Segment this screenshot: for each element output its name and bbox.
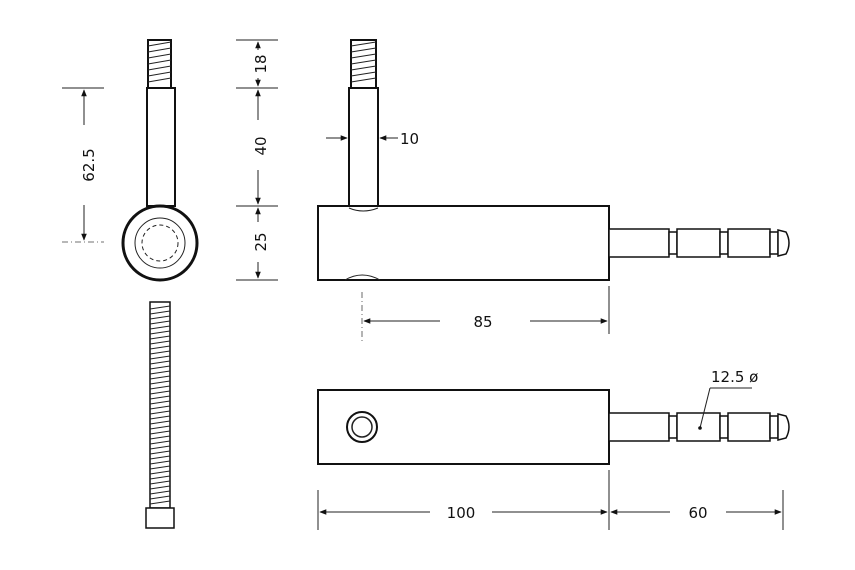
- thread-lines-front: [350, 41, 377, 83]
- dimension-60: 60: [688, 504, 707, 522]
- dimension-40: 40: [252, 136, 270, 155]
- thread-top-front: [350, 39, 377, 89]
- ring-inner: [134, 217, 186, 269]
- pin-front: [608, 228, 790, 258]
- ring-outer: [121, 204, 199, 282]
- top-view: 12.5 ø 100 60: [317, 368, 790, 530]
- dimension-85: 85: [473, 313, 492, 331]
- screw-head: [145, 507, 175, 529]
- dimension-100: 100: [447, 504, 476, 522]
- dimension-25: 25: [252, 232, 270, 251]
- hole-inner: [351, 416, 373, 438]
- screw-thread-lines: [149, 305, 171, 505]
- front-view: 10 85: [317, 39, 790, 344]
- thread-top-left: [147, 39, 172, 89]
- long-screw: [145, 301, 175, 529]
- ring-view: 62.5: [62, 39, 199, 282]
- dimension-10: 10: [400, 130, 419, 148]
- dimension-12-5-diameter: 12.5 ø: [711, 368, 758, 386]
- shaft-left: [146, 87, 176, 207]
- thread-lines-left: [147, 41, 172, 83]
- dimension-62-5: 62.5: [80, 148, 98, 181]
- shaft-front: [348, 87, 379, 209]
- body-front: [317, 205, 610, 281]
- ring-hidden-bore: [141, 224, 179, 262]
- dimension-18: 18: [252, 54, 270, 73]
- vertical-dimensions: 18 40 25: [236, 39, 278, 281]
- pin-top: [608, 412, 790, 442]
